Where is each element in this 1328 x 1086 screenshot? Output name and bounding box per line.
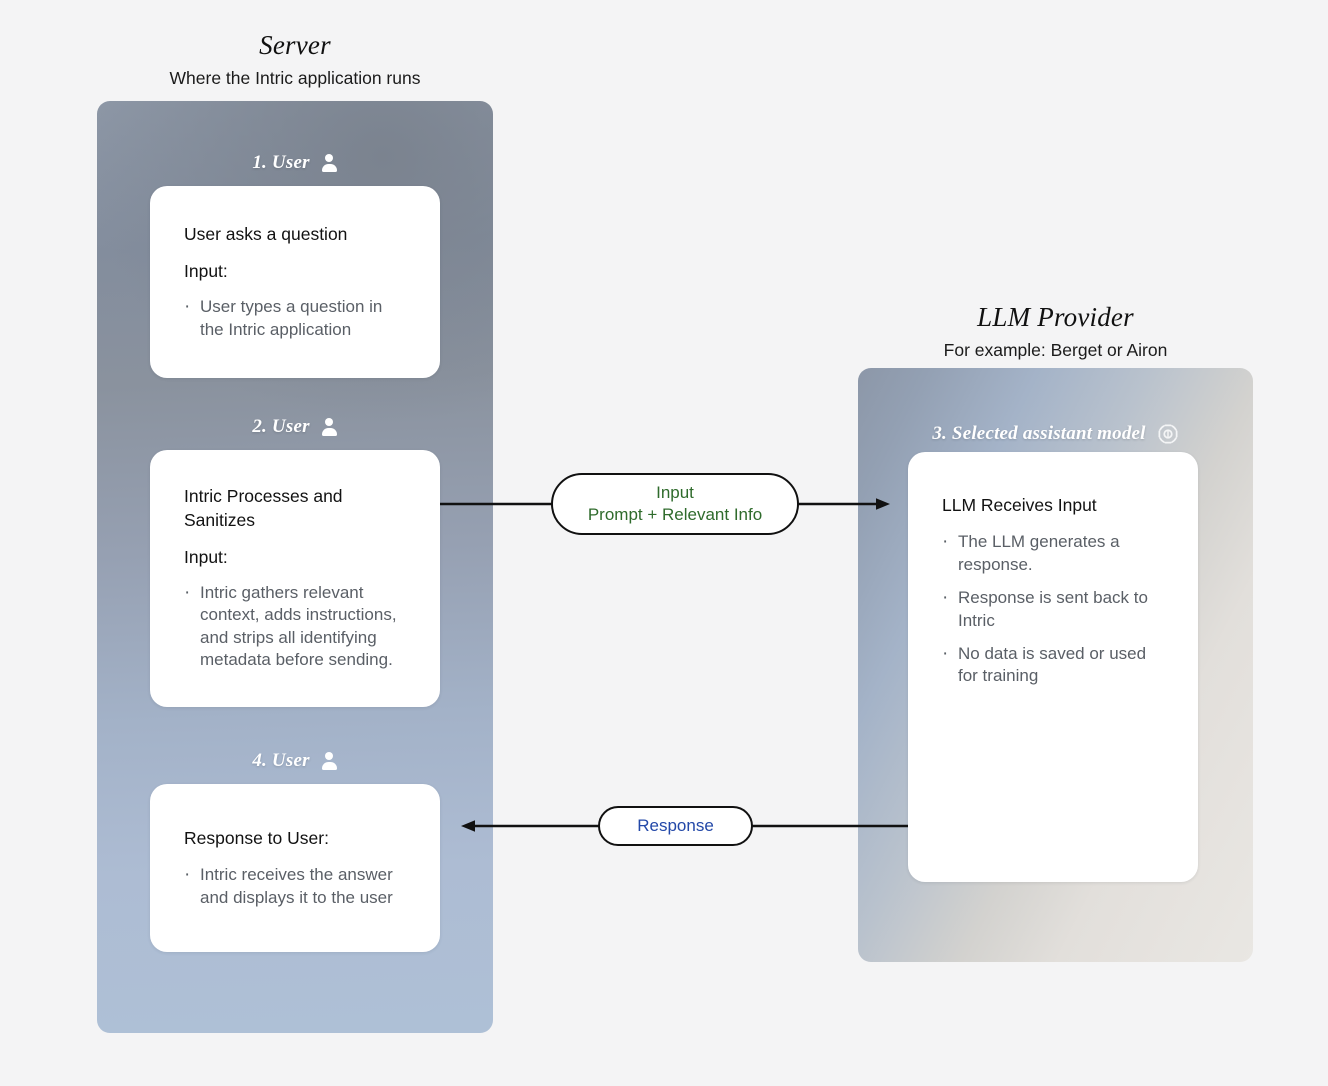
user-icon	[321, 418, 338, 436]
list-item: No data is saved or used for training	[942, 641, 1164, 688]
card-1-bullets: User types a question in the Intric appl…	[184, 294, 406, 341]
card-intric-processes-sanitizes: Intric Processes and Sanitizes Input: In…	[150, 450, 440, 707]
list-item: User types a question in the Intric appl…	[184, 294, 406, 341]
edge-label-input-line1: Input	[656, 482, 694, 502]
step-label-4-text: 4. User	[252, 750, 310, 771]
edge-label-response: Response	[598, 806, 753, 846]
step-label-4: 4. User	[97, 750, 493, 772]
step-label-3-text: 3. Selected assistant model	[932, 423, 1146, 444]
list-item: Response is sent back to Intric	[942, 585, 1164, 632]
step-label-2: 2. User	[97, 416, 493, 438]
server-group-heading: Server Where the Intric application runs	[97, 30, 493, 88]
card-user-asks-question: User asks a question Input: User types a…	[150, 186, 440, 378]
list-item: Intric receives the answer and displays …	[184, 862, 406, 909]
step-label-3: 3. Selected assistant model	[858, 423, 1253, 445]
card-2-title: Intric Processes and Sanitizes	[184, 486, 343, 530]
model-icon	[1157, 423, 1179, 445]
server-title: Server	[259, 30, 331, 60]
edge-label-input: Input Prompt + Relevant Info	[551, 473, 799, 535]
card-1-subtitle: Input:	[184, 261, 228, 282]
card-llm-receives-input: LLM Receives Input The LLM generates a r…	[908, 452, 1198, 882]
user-icon	[321, 752, 338, 770]
card-2-bullets: Intric gathers relevant context, adds in…	[184, 580, 406, 672]
llm-provider-subtitle: For example: Berget or Airon	[943, 340, 1168, 361]
server-subtitle: Where the Intric application runs	[169, 68, 421, 89]
card-3-title: LLM Receives Input	[942, 495, 1097, 515]
step-label-1: 1. User	[97, 152, 493, 174]
card-4-bullets: Intric receives the answer and displays …	[184, 862, 406, 909]
list-item: The LLM generates a response.	[942, 529, 1164, 576]
card-4-title: Response to User:	[184, 827, 329, 848]
step-label-1-text: 1. User	[252, 152, 310, 173]
card-2-subtitle: Input:	[184, 547, 228, 568]
card-response-to-user: Response to User: Intric receives the an…	[150, 784, 440, 952]
step-label-2-text: 2. User	[252, 416, 310, 437]
card-1-title: User asks a question	[184, 224, 348, 245]
llm-provider-group-heading: LLM Provider For example: Berget or Airo…	[858, 302, 1253, 360]
edge-label-input-line2: Prompt + Relevant Info	[587, 505, 763, 524]
user-icon	[321, 154, 338, 172]
edge-label-response-line1: Response	[637, 815, 714, 835]
card-3-bullets: The LLM generates a response. Response i…	[942, 529, 1164, 688]
list-item: Intric gathers relevant context, adds in…	[184, 580, 406, 672]
llm-provider-title: LLM Provider	[977, 302, 1134, 332]
